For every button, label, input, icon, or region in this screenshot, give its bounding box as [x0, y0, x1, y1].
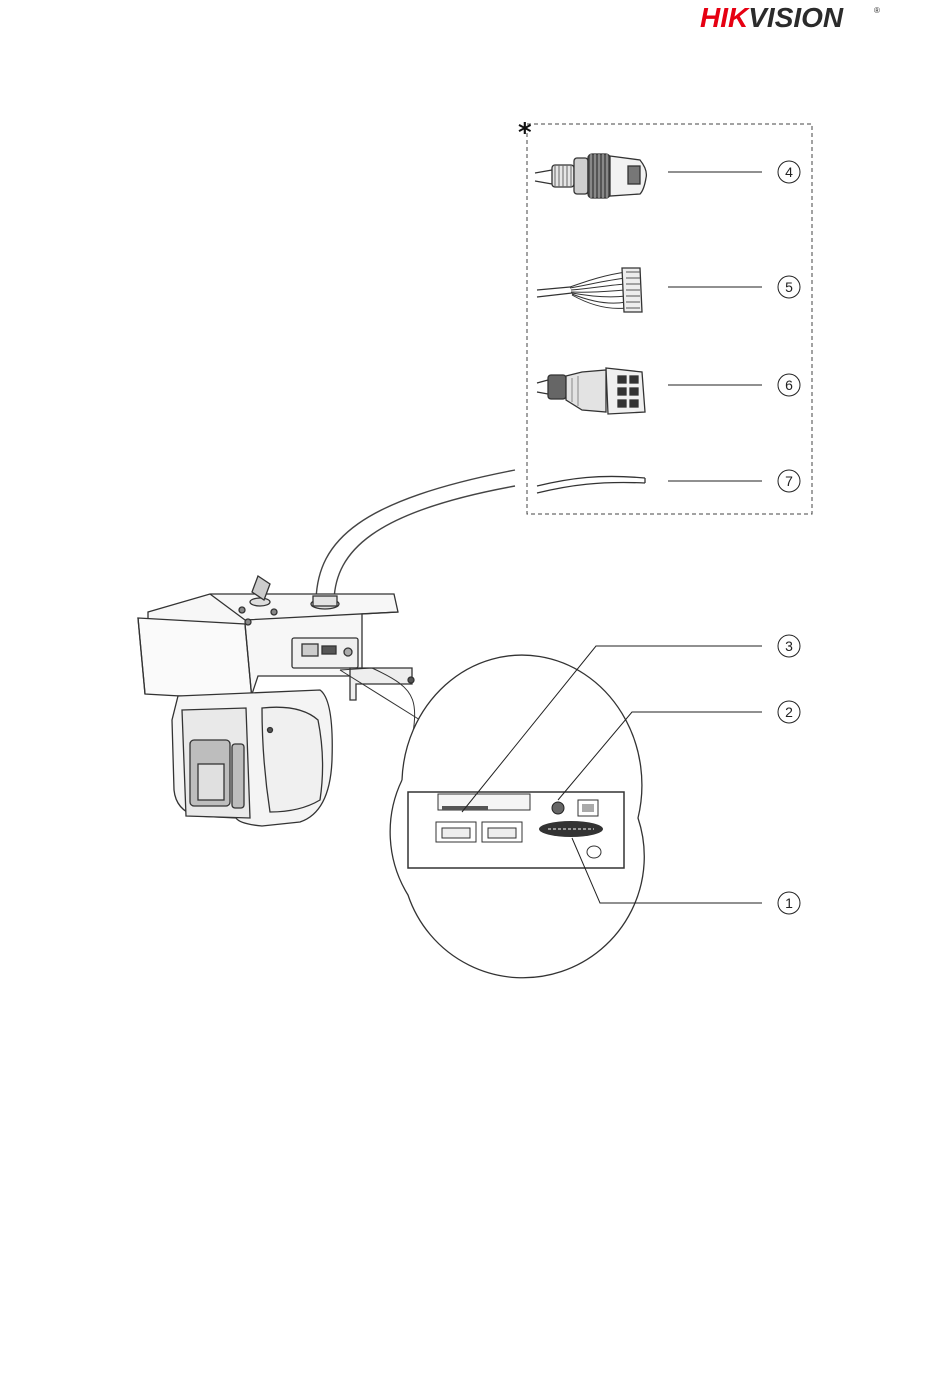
- callout-number-5: 5: [785, 279, 793, 295]
- callout-5: 5: [778, 276, 800, 298]
- callout-number-7: 7: [785, 473, 793, 489]
- callout-2: 2: [778, 701, 800, 723]
- grounding-wire: [537, 476, 645, 493]
- terminal-block-connector: [537, 368, 645, 414]
- ptz-camera-body: [138, 576, 414, 826]
- callout-number-2: 2: [785, 704, 793, 720]
- network-cable-connector: [535, 154, 646, 198]
- callout-number-6: 6: [785, 377, 793, 393]
- callout-3: 3: [778, 635, 800, 657]
- wire-harness-connector: [537, 268, 642, 312]
- asterisk-mark: *: [518, 118, 532, 148]
- reset-button-graphic: [552, 802, 564, 814]
- callout-number-3: 3: [785, 638, 793, 654]
- callout-7: 7: [778, 470, 800, 492]
- callout-number-4: 4: [785, 164, 793, 180]
- callout-6: 6: [778, 374, 800, 396]
- interface-zoom-bubble: [340, 655, 644, 978]
- callout-1: 1: [778, 892, 800, 914]
- callout-number-1: 1: [785, 895, 793, 911]
- main-cable: [316, 470, 515, 600]
- callout-4: 4: [778, 161, 800, 183]
